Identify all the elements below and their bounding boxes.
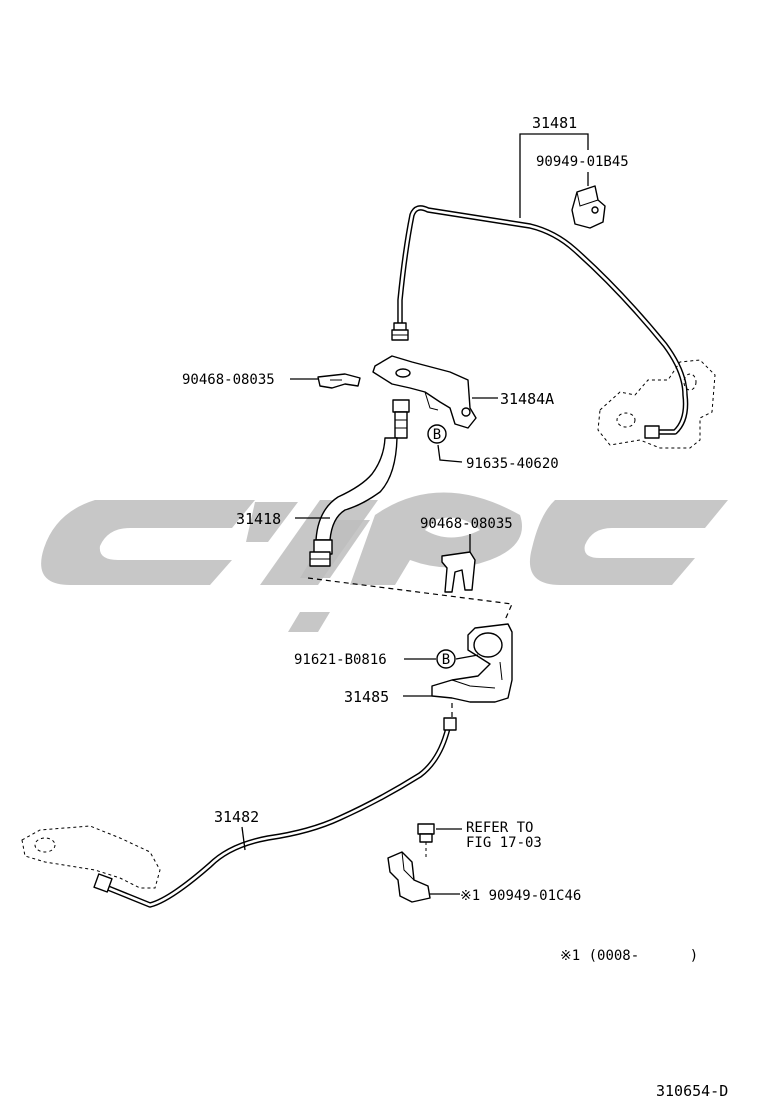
marker-b-upper: B: [427, 424, 447, 444]
brake-tube-31481[interactable]: [391, 205, 689, 435]
note-range: ※1 (0008- ): [560, 948, 698, 964]
master-cylinder-ghost: [597, 359, 716, 449]
marker-b-lower: B: [436, 649, 456, 669]
label-31485[interactable]: 31485: [344, 688, 389, 706]
label-90468-08035-lower[interactable]: 90468-08035: [420, 516, 513, 532]
marker-b-upper-text: B: [433, 427, 441, 443]
label-31482[interactable]: 31482: [214, 808, 259, 826]
clamp-90949-01B45[interactable]: [571, 185, 606, 229]
label-90468-08035-upper[interactable]: 90468-08035: [182, 372, 275, 388]
bracket-31484A[interactable]: [372, 355, 477, 429]
slave-cylinder-ghost: [21, 825, 161, 889]
label-refer-fig[interactable]: FIG 17-03: [466, 835, 542, 851]
label-refer-to[interactable]: REFER TO: [466, 820, 533, 836]
assembly-line-1: [307, 577, 513, 621]
flexible-hose-31418[interactable]: [309, 399, 410, 567]
label-90949-01C46[interactable]: ※1 90949-01C46: [460, 888, 581, 904]
clip-90468-08035-lower[interactable]: [441, 551, 476, 593]
label-31418[interactable]: 31418: [236, 510, 281, 528]
bracket-31485[interactable]: [431, 623, 513, 703]
marker-b-lower-text: B: [442, 652, 450, 668]
bolt-refer-fig[interactable]: [417, 823, 435, 860]
clip-90468-08035-upper[interactable]: [317, 373, 361, 389]
leader-lines: [241, 133, 589, 895]
label-90949-01B45[interactable]: 90949-01B45: [536, 154, 629, 170]
clamp-90949-01C46[interactable]: [387, 851, 431, 903]
label-31484A[interactable]: 31484A: [500, 390, 554, 408]
watermark-logo: [41, 492, 728, 632]
label-91621-B0816[interactable]: 91621-B0816: [294, 652, 387, 668]
label-91635-40620[interactable]: 91635-40620: [466, 456, 559, 472]
brake-tube-31482[interactable]: [93, 717, 457, 908]
label-31481[interactable]: 31481: [532, 114, 577, 132]
drawing-number: 310654-D: [656, 1082, 728, 1100]
